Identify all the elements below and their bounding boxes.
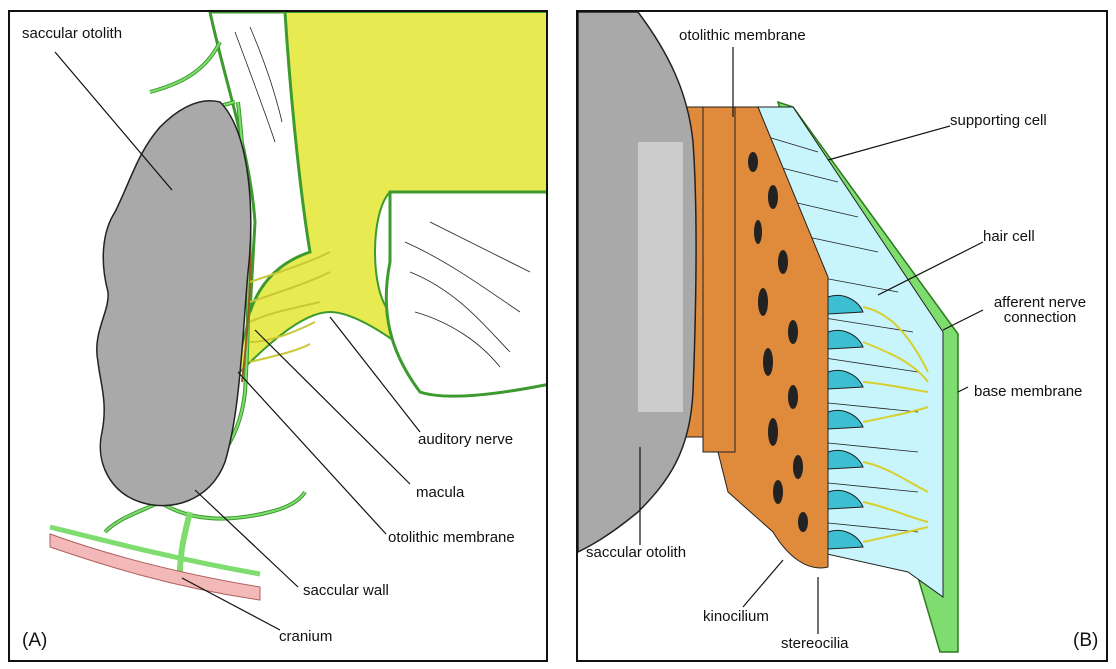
label-kinocilium: kinocilium xyxy=(703,609,769,624)
label-auditory-nerve: auditory nerve xyxy=(418,432,513,447)
panel-a-letter: (A) xyxy=(22,630,47,652)
panel-b-illustration xyxy=(578,12,1108,662)
label-saccular-otolith-b: saccular otolith xyxy=(586,545,686,560)
label-supporting-cell: supporting cell xyxy=(950,113,1047,128)
saccular-otolith-shape xyxy=(97,101,251,506)
label-afferent-nerve-line1: afferent nerve xyxy=(978,295,1102,310)
panel-a-illustration xyxy=(10,12,548,662)
label-base-membrane: base membrane xyxy=(974,384,1082,399)
cut-tissue-shape xyxy=(386,192,548,396)
panel-b-macula-detail: otolithic membrane supporting cell hair … xyxy=(576,10,1108,662)
label-afferent-nerve: afferent nerve connection xyxy=(978,295,1102,325)
label-macula: macula xyxy=(416,485,464,500)
label-hair-cell: hair cell xyxy=(983,229,1035,244)
label-otolithic-membrane-b: otolithic membrane xyxy=(679,28,806,43)
label-stereocilia: stereocilia xyxy=(781,636,849,651)
label-cranium: cranium xyxy=(279,629,332,644)
panel-b-letter: (B) xyxy=(1073,630,1098,652)
label-saccular-otolith: saccular otolith xyxy=(22,26,122,41)
label-saccular-wall: saccular wall xyxy=(303,583,389,598)
label-afferent-nerve-line2: connection xyxy=(978,310,1102,325)
panel-a-saccule-overview: saccular otolith auditory nerve macula o… xyxy=(8,10,548,662)
label-otolithic-membrane: otolithic membrane xyxy=(388,530,515,545)
